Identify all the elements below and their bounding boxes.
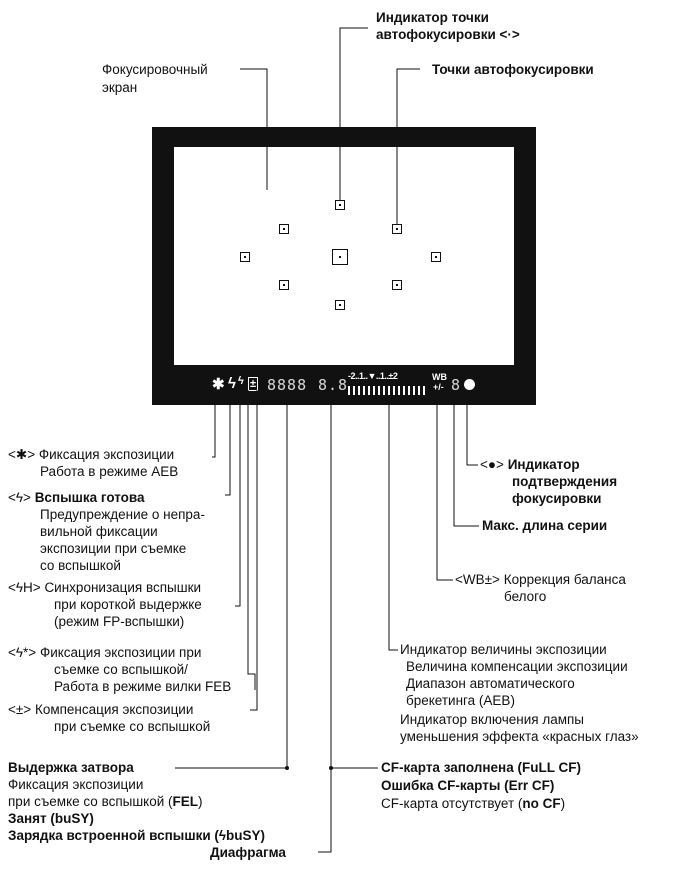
af-indicator-label: Индикатор точки — [376, 10, 489, 25]
exposure-line-6: уменьшения эффекта «красных глаз» — [400, 729, 639, 744]
flash-ready-line-4: со вспышкой — [40, 558, 121, 573]
exposure-line-5: Индикатор включения лампы — [400, 712, 585, 727]
flash-comp-display-icon: ± — [248, 377, 259, 391]
focus-confirm-label: <●> Индикатор — [480, 457, 580, 472]
flash-comp-line-2: при съемке со вспышкой — [54, 719, 211, 734]
fel-line-2: съемке со вспышкой/ — [54, 662, 188, 677]
aperture-digits: 8.8 — [318, 376, 349, 394]
af-point-upper-left — [279, 224, 289, 234]
exposure-scale-text: -2..1..▼..1..±2 — [348, 371, 398, 381]
shutter-speed-digits: 8888 — [267, 376, 308, 394]
shutter-line-2: при съемке со вспышкой (FEL) — [8, 794, 203, 809]
fp-flash-line-3: (режим FP-вспышки) — [54, 614, 185, 629]
exposure-line-3: Диапазон автоматического — [406, 676, 575, 691]
cf-none-label: CF-карта отсутствует (no CF) — [381, 796, 566, 811]
focus-confirm-line-3: фокусировки — [512, 491, 602, 506]
af-indicator-label-2: автофокусировки <·> — [376, 27, 520, 42]
focus-confirm-line-2: подтверждения — [512, 474, 618, 489]
shutter-line-3: Занят (buSY) — [8, 811, 94, 826]
flash-ready-line-3: экспозиции при съемке — [40, 541, 187, 556]
focus-confirm-dot — [464, 379, 475, 390]
aperture-label: Диафрагма — [210, 845, 286, 860]
af-point-left — [240, 252, 250, 262]
max-burst-label: Макс. длина серии — [482, 518, 608, 533]
cf-full-label: CF-карта заполнена (FuLL CF) — [381, 760, 581, 775]
fel-label: <ϟ*> Фиксация экспозиции при — [8, 645, 202, 660]
focusing-screen-label: Фокусировочный — [102, 62, 208, 77]
focusing-screen-label-2: экран — [102, 80, 138, 95]
exposure-scale-ticks — [348, 386, 425, 395]
shutter-line-4: Зарядка встроенной вспышки (ϟbuSY) — [8, 828, 266, 843]
fel-line-3: Работа в режиме вилки FEB — [54, 679, 232, 694]
ae-lock-display-icon: ✱ — [212, 376, 225, 393]
shutter-label: Выдержка затвора — [8, 760, 134, 775]
af-point-lower-right — [392, 280, 402, 290]
ae-lock-label-2: Работа в режиме AEB — [40, 464, 179, 479]
flash-comp-label: <±> Компенсация экспозиции — [8, 702, 194, 717]
af-point-bottom — [335, 300, 345, 310]
burst-digit: 8 — [451, 376, 462, 394]
exposure-line-4: брекетинга (AEB) — [406, 693, 515, 708]
exposure-label: Индикатор величины экспозиции — [400, 642, 607, 657]
flash-ready-line-2: вильной фиксации — [40, 524, 158, 539]
wb-pm-display: +/- — [433, 382, 444, 392]
cf-error-label: Ошибка CF-карты (Err CF) — [381, 778, 555, 793]
flash-ready-line-1: Предупреждение о непра- — [40, 507, 205, 522]
wb-label: <WB±> Коррекция баланса — [455, 572, 626, 587]
exposure-line-2: Величина компенсации экспозиции — [406, 659, 628, 674]
wb-line-2: белого — [504, 589, 547, 604]
flash-ready-label: <ϟ> Вспышка готова — [8, 490, 145, 505]
af-point-upper-right — [392, 224, 402, 234]
fp-flash-line-2: при короткой выдержке — [54, 597, 202, 612]
af-point-right — [431, 252, 441, 262]
af-point-lower-left — [279, 280, 289, 290]
wb-display-icon: WB — [432, 372, 447, 382]
af-point-top — [335, 200, 345, 210]
af-point-center — [332, 249, 348, 265]
af-points-label: Точки автофокусировки — [432, 62, 594, 77]
shutter-line-1: Фиксация экспозиции — [8, 777, 144, 792]
flash-fp-display-icon: ϟ — [238, 375, 244, 387]
fp-flash-label: <ϟH> Синхронизация вспышки — [8, 580, 202, 595]
ae-lock-label: <✱> Фиксация экспозиции — [8, 447, 175, 462]
flash-ready-display-icon: ϟ — [228, 375, 236, 392]
